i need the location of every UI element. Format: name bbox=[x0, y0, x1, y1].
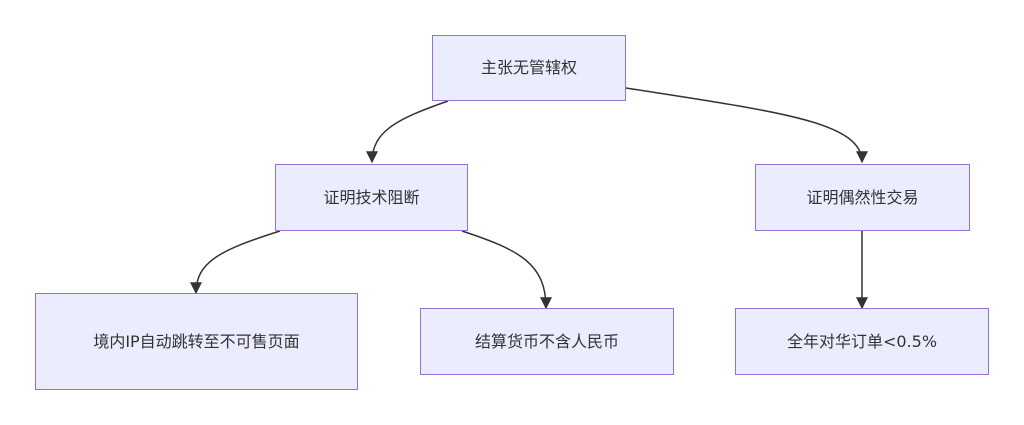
node-annual-china-orders: 全年对华订单<0.5% bbox=[735, 308, 989, 375]
node-no-rmb-settlement: 结算货币不含人民币 bbox=[420, 308, 674, 375]
node-prove-accidental-transaction: 证明偶然性交易 bbox=[755, 164, 970, 231]
node-ip-redirect: 境内IP自动跳转至不可售页面 bbox=[35, 293, 358, 390]
edge-tech-to-currency bbox=[461, 230, 552, 310]
edge-tech-to-redirect bbox=[190, 230, 281, 295]
edge-root-to-accidental bbox=[625, 87, 868, 164]
node-prove-technical-block: 证明技术阻断 bbox=[275, 164, 468, 231]
edge-root-to-tech bbox=[366, 100, 449, 164]
node-claim-no-jurisdiction: 主张无管辖权 bbox=[432, 35, 626, 101]
